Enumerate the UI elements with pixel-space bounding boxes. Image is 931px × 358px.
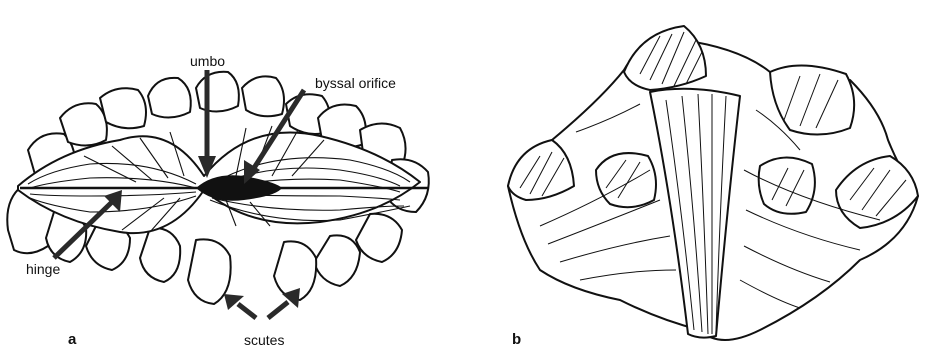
byssal-orifice-label: byssal orifice bbox=[315, 75, 396, 91]
panel-a-label: a bbox=[68, 331, 77, 348]
scutes-arrow-left bbox=[224, 294, 256, 318]
hinge-label: hinge bbox=[26, 261, 60, 277]
scute-top bbox=[624, 26, 706, 90]
panel-a-drawing bbox=[7, 72, 429, 304]
panel-b-drawing bbox=[508, 26, 918, 340]
umbo-label: umbo bbox=[190, 53, 225, 69]
scute-mid-left bbox=[596, 153, 656, 207]
scutes-label: scutes bbox=[244, 332, 284, 348]
panel-b-label: b bbox=[512, 331, 521, 348]
